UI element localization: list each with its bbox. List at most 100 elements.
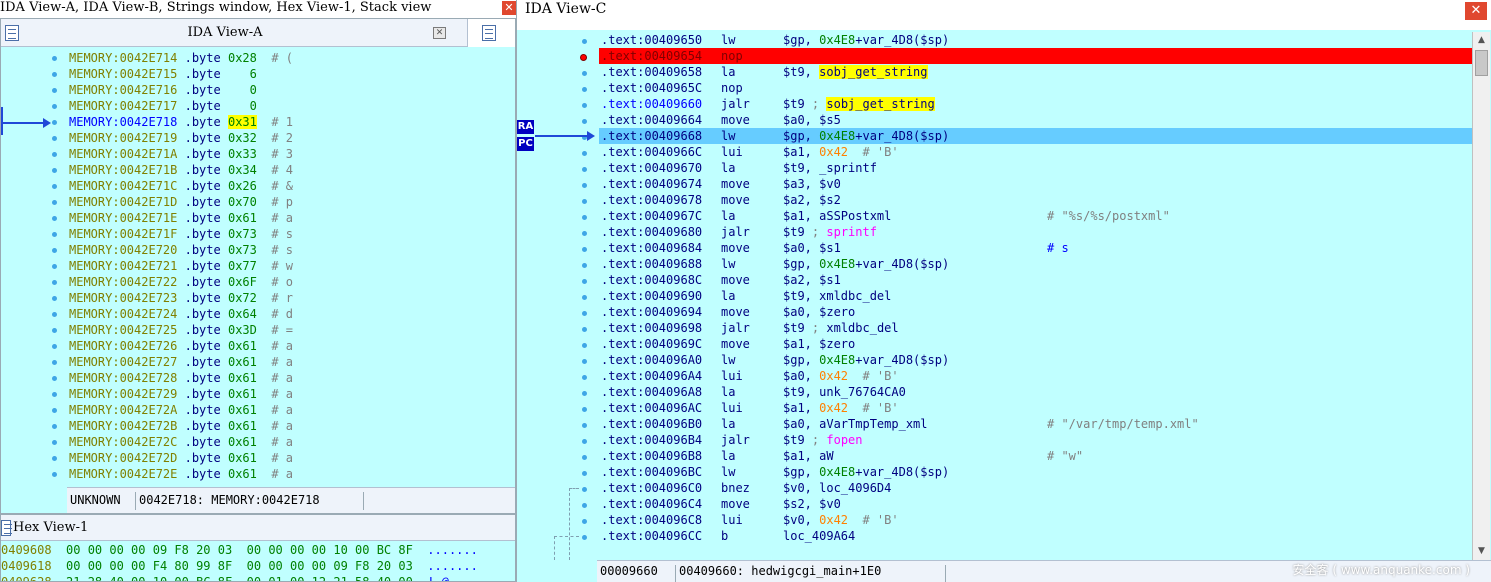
row-marker-dot[interactable] bbox=[582, 311, 587, 316]
row-marker-dot[interactable] bbox=[52, 184, 57, 189]
listing-row[interactable]: MEMORY:0042E721 .byte 0x77 # w bbox=[69, 258, 293, 274]
listing-row[interactable]: MEMORY:0042E71D .byte 0x70 # p bbox=[69, 194, 293, 210]
row-marker-dot[interactable] bbox=[52, 120, 57, 125]
row-marker-dot[interactable] bbox=[52, 312, 57, 317]
listing-row[interactable]: MEMORY:0042E724 .byte 0x64 # d bbox=[69, 306, 293, 322]
listing-row[interactable]: MEMORY:0042E717 .byte 0 bbox=[69, 98, 271, 114]
view-c-vertical-scrollbar[interactable]: ▲ ▼ bbox=[1472, 32, 1490, 560]
listing-row[interactable]: MEMORY:0042E72C .byte 0x61 # a bbox=[69, 434, 293, 450]
listing-row[interactable]: MEMORY:0042E729 .byte 0x61 # a bbox=[69, 386, 293, 402]
row-marker-dot[interactable] bbox=[582, 247, 587, 252]
row-marker-dot[interactable] bbox=[52, 344, 57, 349]
listing-row[interactable]: MEMORY:0042E72E .byte 0x61 # a bbox=[69, 466, 293, 482]
row-marker-dot[interactable] bbox=[582, 151, 587, 156]
close-icon[interactable]: ✕ bbox=[1465, 2, 1487, 20]
listing-row[interactable]: MEMORY:0042E726 .byte 0x61 # a bbox=[69, 338, 293, 354]
row-marker-dot[interactable] bbox=[582, 519, 587, 524]
view-a-next-tab[interactable] bbox=[467, 19, 515, 47]
row-marker-dot[interactable] bbox=[52, 56, 57, 61]
row-marker-dot[interactable] bbox=[582, 263, 587, 268]
row-marker-dot[interactable] bbox=[582, 231, 587, 236]
row-marker-dot[interactable] bbox=[52, 424, 57, 429]
close-icon[interactable]: ✕ bbox=[433, 27, 446, 39]
listing-row[interactable]: MEMORY:0042E714 .byte 0x28 # ( bbox=[69, 50, 293, 66]
row-marker-dot[interactable] bbox=[582, 167, 587, 172]
row-marker-dot[interactable] bbox=[582, 295, 587, 300]
row-marker-dot[interactable] bbox=[52, 248, 57, 253]
row-marker-dot[interactable] bbox=[582, 119, 587, 124]
row-marker-dot[interactable] bbox=[52, 232, 57, 237]
row-marker-dot[interactable] bbox=[582, 279, 587, 284]
row-marker-dot[interactable] bbox=[52, 200, 57, 205]
row-marker-dot[interactable] bbox=[582, 487, 587, 492]
listing-row[interactable]: MEMORY:0042E728 .byte 0x61 # a bbox=[69, 370, 293, 386]
hex-view-title[interactable]: Hex View-1 bbox=[13, 520, 89, 535]
scroll-down-icon[interactable]: ▼ bbox=[1478, 546, 1485, 556]
row-marker-dot[interactable] bbox=[582, 87, 587, 92]
row-marker-dot[interactable] bbox=[52, 88, 57, 93]
row-marker-dot[interactable] bbox=[52, 280, 57, 285]
row-marker-dot[interactable] bbox=[582, 455, 587, 460]
row-marker-dot[interactable] bbox=[52, 408, 57, 413]
row-marker-dot[interactable] bbox=[52, 168, 57, 173]
row-marker-dot[interactable] bbox=[582, 503, 587, 508]
listing-row[interactable]: MEMORY:0042E71C .byte 0x26 # & bbox=[69, 178, 293, 194]
listing-row[interactable]: MEMORY:0042E715 .byte 6 bbox=[69, 66, 271, 82]
listing-row[interactable]: MEMORY:0042E72B .byte 0x61 # a bbox=[69, 418, 293, 434]
listing-row[interactable]: MEMORY:0042E71A .byte 0x33 # 3 bbox=[69, 146, 293, 162]
listing-row[interactable]: MEMORY:0042E727 .byte 0x61 # a bbox=[69, 354, 293, 370]
row-marker-dot[interactable] bbox=[52, 296, 57, 301]
listing-row[interactable]: MEMORY:0042E71E .byte 0x61 # a bbox=[69, 210, 293, 226]
listing-row[interactable]: MEMORY:0042E723 .byte 0x72 # r bbox=[69, 290, 293, 306]
listing-row[interactable]: MEMORY:0042E72D .byte 0x61 # a bbox=[69, 450, 293, 466]
row-marker-dot[interactable] bbox=[52, 360, 57, 365]
hex-row[interactable]: 0409628 21 28 40 00 10 00 BC 8F 00 01 00… bbox=[1, 574, 449, 581]
listing-row[interactable]: MEMORY:0042E718 .byte 0x31 # 1 bbox=[69, 114, 293, 130]
listing-row[interactable]: MEMORY:0042E72A .byte 0x61 # a bbox=[69, 402, 293, 418]
row-marker-dot[interactable] bbox=[52, 104, 57, 109]
listing-row[interactable]: MEMORY:0042E71F .byte 0x73 # s bbox=[69, 226, 293, 242]
row-marker-dot[interactable] bbox=[582, 471, 587, 476]
row-marker-dot[interactable] bbox=[582, 183, 587, 188]
listing-row[interactable]: MEMORY:0042E722 .byte 0x6F # o bbox=[69, 274, 293, 290]
row-marker-dot[interactable] bbox=[582, 71, 587, 76]
window-tabs-label[interactable]: IDA View-A, IDA View-B, Strings window, … bbox=[0, 0, 432, 15]
row-marker-dot[interactable] bbox=[52, 392, 57, 397]
row-marker-dot[interactable] bbox=[52, 328, 57, 333]
row-marker-dot[interactable] bbox=[582, 535, 587, 540]
row-marker-dot[interactable] bbox=[582, 375, 587, 380]
breakpoint-icon[interactable] bbox=[580, 54, 587, 61]
listing-row[interactable]: MEMORY:0042E725 .byte 0x3D # = bbox=[69, 322, 293, 338]
row-marker-dot[interactable] bbox=[52, 72, 57, 77]
row-marker-dot[interactable] bbox=[582, 39, 587, 44]
hex-row[interactable]: 0409608 00 00 00 00 09 F8 20 03 00 00 00… bbox=[1, 542, 478, 558]
row-marker-dot[interactable] bbox=[52, 136, 57, 141]
